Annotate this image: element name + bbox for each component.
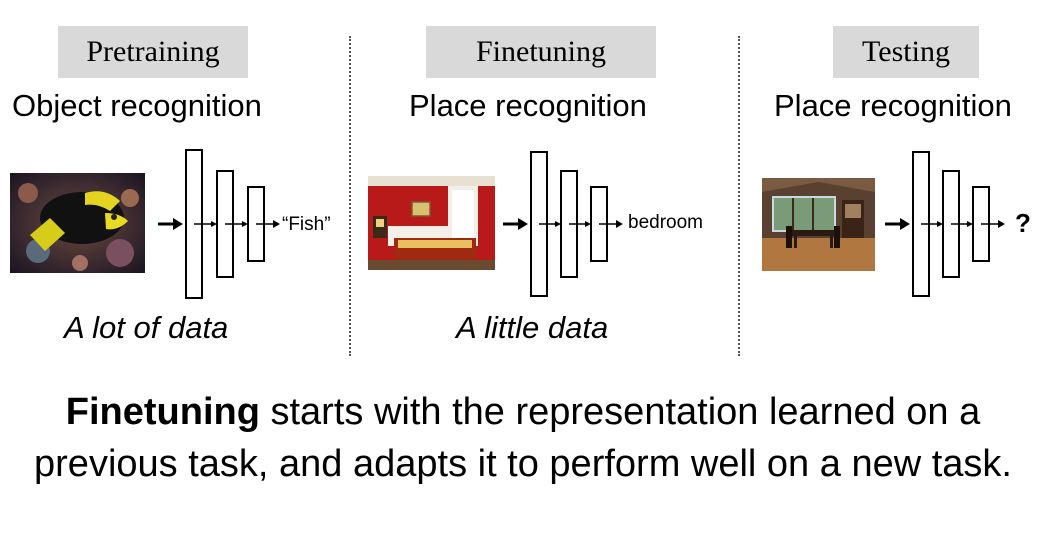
bedroom-photo [368, 176, 495, 270]
divider-1 [349, 36, 351, 356]
dining-room-photo [762, 178, 875, 271]
output-label-finetuning: bedroom [628, 212, 703, 233]
fish-photo [10, 173, 145, 273]
caption-bold-term: Finetuning [65, 391, 260, 433]
stage-tag-pretraining: Pretraining [58, 26, 248, 78]
task-title-testing: Place recognition [774, 88, 1012, 123]
data-amount-finetuning: A little data [456, 310, 609, 345]
stage-tag-finetuning: Finetuning [426, 26, 656, 78]
caption: Finetuning starts with the representatio… [0, 386, 1046, 490]
network-testing [885, 151, 1005, 297]
divider-2 [738, 36, 740, 356]
task-title-pretraining: Object recognition [12, 88, 262, 123]
task-title-finetuning: Place recognition [409, 88, 647, 123]
data-amount-pretraining: A lot of data [64, 310, 229, 345]
network-pretraining [158, 149, 280, 299]
network-finetuning [503, 151, 623, 297]
output-label-testing: ? [1015, 208, 1031, 238]
output-label-pretraining: “Fish” [282, 214, 331, 235]
caption-text: starts with the representation learned o… [34, 391, 1012, 485]
stage-tag-testing: Testing [833, 26, 979, 78]
